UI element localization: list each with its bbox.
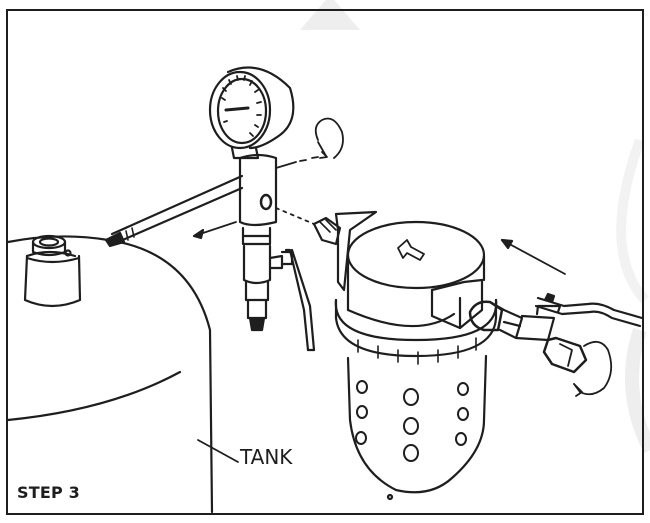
figure-frame <box>6 9 644 515</box>
tank-callout-leader <box>197 439 239 463</box>
hose-wand <box>104 174 244 248</box>
regulator-inlet-fitting <box>312 210 378 292</box>
ball-valve-left <box>241 226 316 352</box>
rotate-arrow-lower <box>573 340 613 397</box>
ball-valve-right <box>468 292 644 374</box>
rotate-arrow-upper <box>314 117 344 159</box>
step-label: STEP 3 <box>17 483 80 502</box>
filter-regulator <box>334 220 498 501</box>
tee-fitting <box>238 153 319 227</box>
tank-illustration <box>6 235 214 514</box>
connection-guide-line <box>275 207 315 225</box>
connect-direction-arrow <box>192 221 237 240</box>
flow-direction-arrow <box>500 238 566 275</box>
tank-callout-label: TANK <box>240 445 293 469</box>
pressure-gauge <box>208 66 295 160</box>
tank-valve-cap <box>23 234 82 308</box>
